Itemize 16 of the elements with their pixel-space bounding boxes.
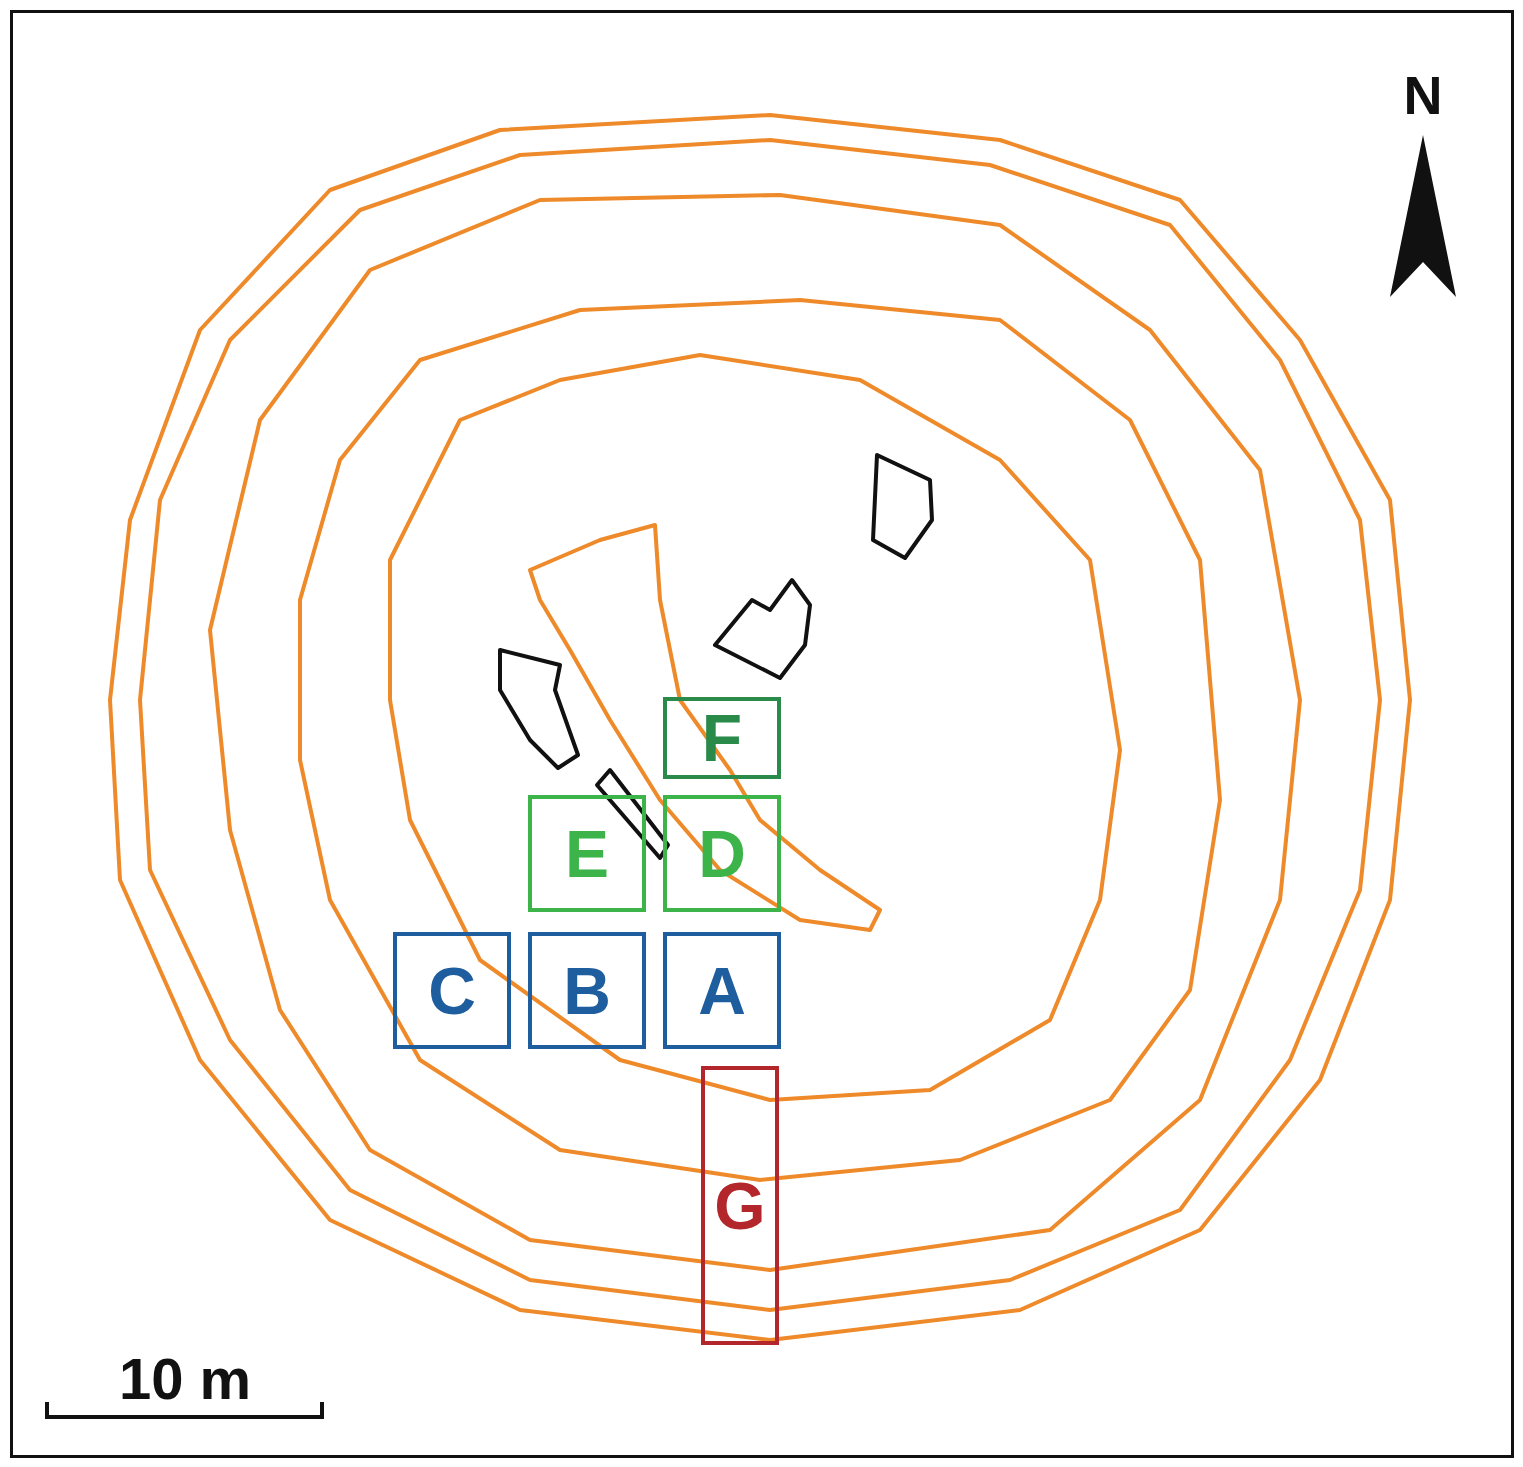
plot-letter: F [701,705,743,771]
scale-label: 10 m [118,1350,252,1408]
plot-letter: E [565,820,609,887]
plot-square [528,932,646,1049]
compass-label: N [1403,68,1443,122]
plot-letter: G [714,1172,766,1239]
plot-square [663,697,781,779]
plot-letter: C [428,957,476,1024]
plot-letter: A [698,957,746,1024]
plot-square [393,932,511,1049]
plot-square [528,795,646,912]
plot-letter: B [563,957,611,1024]
plot-square [663,932,781,1049]
plot-square [663,795,781,912]
plot-rectangle [701,1066,779,1345]
plot-letter: D [698,820,746,887]
